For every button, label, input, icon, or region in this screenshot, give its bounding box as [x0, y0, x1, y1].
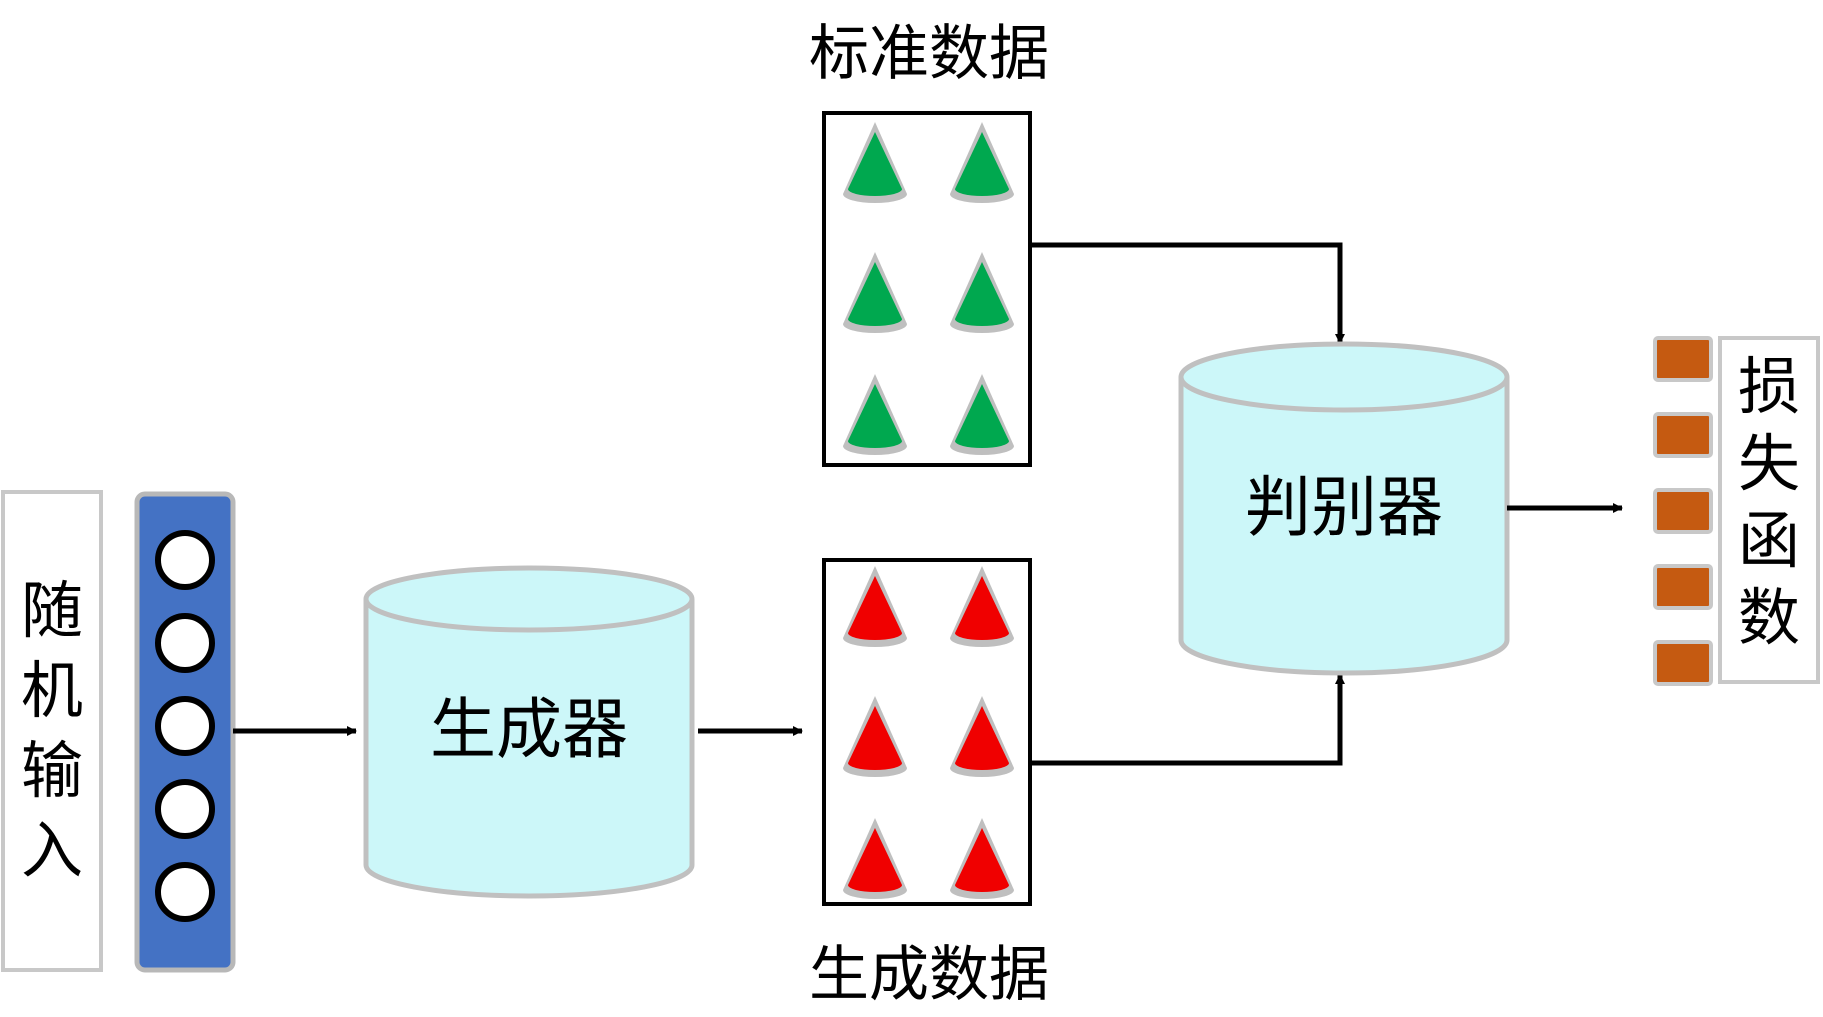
input-node	[155, 779, 215, 839]
standard-data-box	[822, 111, 1032, 467]
generated-data-label: 生成数据	[809, 940, 1049, 1010]
discriminator-cylinder: 判别器	[1178, 341, 1510, 676]
random-input-char-4: 入	[21, 814, 83, 887]
loss-outputs	[1653, 336, 1713, 686]
loss-function-char-3: 函	[1738, 504, 1800, 577]
sample-cone	[950, 122, 1014, 203]
generator-label: 生成器	[430, 691, 628, 768]
loss-function-char-4: 数	[1738, 581, 1800, 654]
random-input-char-2: 机	[21, 654, 83, 727]
generated-data-box	[822, 558, 1032, 906]
input-node	[155, 530, 215, 590]
sample-cone	[843, 122, 907, 203]
input-vector	[134, 491, 236, 973]
arrow-standard-data-to-discriminator	[1030, 242, 1345, 344]
loss-output-square	[1653, 412, 1713, 458]
input-node	[155, 613, 215, 673]
loss-output-square	[1653, 564, 1713, 610]
input-node	[155, 862, 215, 922]
standard-data-label: 标准数据	[809, 19, 1049, 89]
generator-cylinder: 生成器	[363, 565, 695, 899]
input-node	[155, 696, 215, 756]
loss-function-char-2: 失	[1738, 427, 1800, 500]
random-input-char-3: 输	[21, 734, 83, 807]
loss-function-label-box: 损 失 函 数	[1718, 336, 1820, 684]
loss-output-square	[1653, 336, 1713, 382]
sample-cone	[950, 696, 1014, 777]
arrow-generated-data-to-discriminator	[1030, 674, 1345, 766]
sample-cone	[950, 818, 1014, 899]
sample-cone	[950, 374, 1014, 455]
real-samples	[843, 122, 1014, 455]
loss-output-square	[1653, 488, 1713, 534]
generated-samples	[843, 566, 1014, 899]
sample-cone	[950, 566, 1014, 647]
discriminator-label: 判别器	[1245, 469, 1443, 546]
sample-cone	[843, 252, 907, 333]
sample-cone	[843, 818, 907, 899]
loss-function-char-1: 损	[1738, 350, 1800, 423]
sample-cone	[843, 566, 907, 647]
sample-cone	[950, 252, 1014, 333]
loss-output-square	[1653, 640, 1713, 686]
input-nodes	[155, 530, 215, 922]
random-input-char-1: 随	[21, 574, 83, 647]
sample-cone	[843, 696, 907, 777]
sample-cone	[843, 374, 907, 455]
random-input-label-box: 随 机 输 入	[1, 490, 103, 972]
